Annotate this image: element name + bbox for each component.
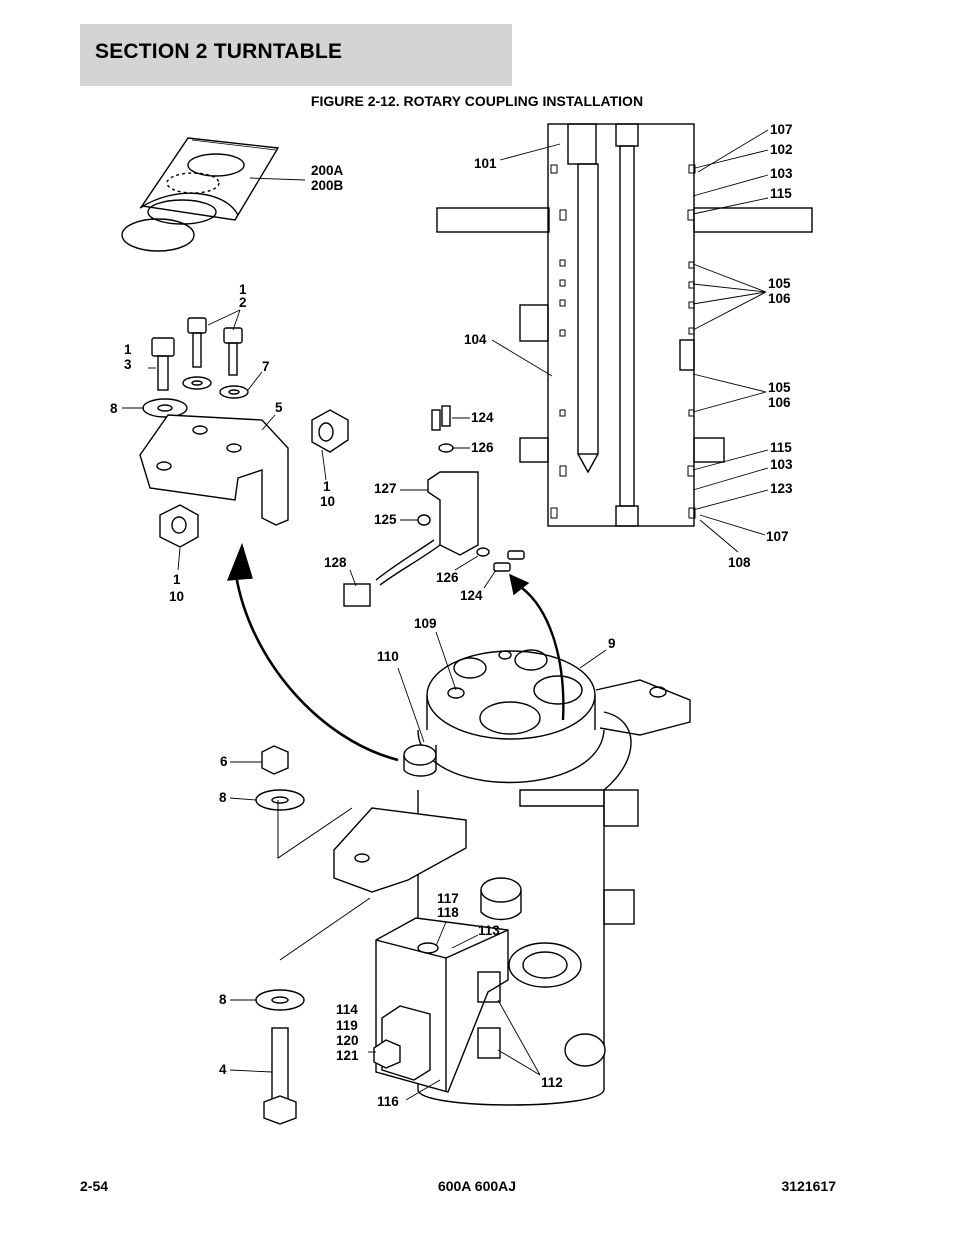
callout-117: 117 xyxy=(437,891,459,906)
model-name: 600A 600AJ xyxy=(437,1178,517,1194)
callout-8-middle: 8 xyxy=(219,790,227,805)
document-number: 3121617 xyxy=(781,1178,836,1194)
callout-119: 119 xyxy=(336,1018,358,1033)
callout-113: 113 xyxy=(478,923,500,938)
callout-3: 3 xyxy=(124,357,132,372)
callout-5: 5 xyxy=(275,400,283,415)
sensor-drawing xyxy=(343,405,525,607)
callout-116: 116 xyxy=(377,1094,399,1109)
callout-120: 120 xyxy=(336,1033,359,1048)
callout-126-bottom: 126 xyxy=(436,570,459,585)
coupling-section-drawing xyxy=(436,123,813,527)
callout-115-top: 115 xyxy=(770,186,792,201)
callout-125: 125 xyxy=(374,512,397,527)
callout-107-bottom: 107 xyxy=(766,529,789,544)
callout-10-nut-left: 10 xyxy=(169,589,184,604)
callout-105-lower: 105 xyxy=(768,380,791,395)
figure-caption: ROTARY COUPLING INSTALLATION xyxy=(403,93,644,109)
section-header-band xyxy=(80,24,512,86)
bracket-drawing xyxy=(139,317,349,548)
callout-101: 101 xyxy=(474,156,497,171)
callout-109: 109 xyxy=(414,616,437,631)
callout-121: 121 xyxy=(336,1048,359,1063)
callout-105-top: 105 xyxy=(768,276,791,291)
callout-102: 102 xyxy=(770,142,793,157)
callout-103-top: 103 xyxy=(770,166,793,181)
callout-107-top: 107 xyxy=(770,122,793,137)
callout-128: 128 xyxy=(324,555,347,570)
callout-106-lower: 106 xyxy=(768,395,791,410)
callout-4: 4 xyxy=(219,1062,227,1077)
callout-124-bottom: 124 xyxy=(460,588,483,603)
callout-106-top: 106 xyxy=(768,291,791,306)
installation-arrows xyxy=(226,542,565,762)
callout-110: 110 xyxy=(377,649,399,664)
callout-126-top: 126 xyxy=(471,440,494,455)
leader-lines xyxy=(122,129,769,1101)
callout-8-top: 8 xyxy=(110,401,118,416)
callout-118: 118 xyxy=(437,905,459,920)
callout-1-nut-right: 1 xyxy=(323,479,331,494)
callout-123: 123 xyxy=(770,481,793,496)
callout-1-upper: 1 xyxy=(239,282,247,297)
callout-103-lower: 103 xyxy=(770,457,793,472)
callout-108: 108 xyxy=(728,555,751,570)
callout-127: 127 xyxy=(374,481,397,496)
figure-title: FIGURE 2-12. ROTARY COUPLING INSTALLATIO… xyxy=(0,93,954,109)
callout-104: 104 xyxy=(464,332,487,347)
callout-8-bottom: 8 xyxy=(219,992,227,1007)
callout-115-lower: 115 xyxy=(770,440,792,455)
callout-labels: 200A 200B 1 2 1 3 7 8 5 1 10 1 10 101 10… xyxy=(110,122,793,1109)
callout-124-top: 124 xyxy=(471,410,494,425)
o-ring-kit-drawing xyxy=(121,137,280,252)
section-title: SECTION 2 TURNTABLE xyxy=(95,40,343,63)
coupling-body-drawing xyxy=(255,649,691,1125)
callout-1-nut-left: 1 xyxy=(173,572,181,587)
callout-9: 9 xyxy=(608,636,616,651)
callout-10-nut-right: 10 xyxy=(320,494,335,509)
callout-2: 2 xyxy=(239,295,247,310)
callout-114: 114 xyxy=(336,1002,358,1017)
callout-200a: 200A xyxy=(311,163,344,178)
page-number: 2-54 xyxy=(80,1178,109,1194)
callout-1-left: 1 xyxy=(124,342,132,357)
callout-200b: 200B xyxy=(311,178,344,193)
figure-number: FIGURE 2-12. xyxy=(310,93,400,109)
callout-7: 7 xyxy=(262,359,270,374)
callout-112: 112 xyxy=(541,1075,563,1090)
callout-6: 6 xyxy=(220,754,228,769)
